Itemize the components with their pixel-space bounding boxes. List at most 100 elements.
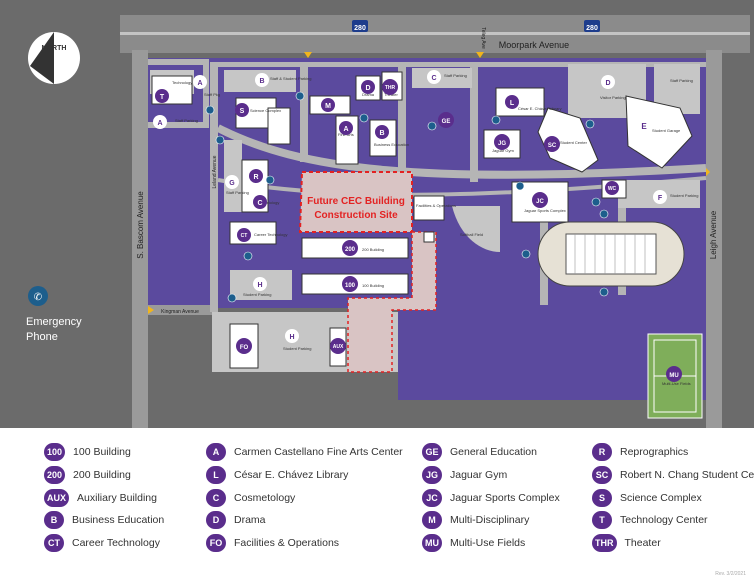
badge-f[interactable]: F: [658, 195, 663, 202]
legend-item[interactable]: C Cosmetology: [206, 488, 295, 508]
badge-mu[interactable]: MU: [669, 373, 678, 379]
legend-badge: MU: [422, 534, 442, 552]
entrance-marker: [304, 52, 312, 58]
bldg-facilities: [413, 195, 445, 221]
badge-e[interactable]: E: [641, 122, 647, 131]
badge-100[interactable]: 100: [345, 283, 356, 289]
legend-item[interactable]: MU Multi-Use Fields: [422, 533, 525, 553]
emergency-phone-marker: [265, 175, 275, 185]
emergency-phone-marker: [227, 293, 237, 303]
label-student-center: Student Center: [560, 140, 588, 145]
campus-map[interactable]: NORTH 280 280 Moorpark Avenue S. Bascom …: [0, 0, 754, 428]
badge-thr[interactable]: THR: [385, 85, 396, 91]
badge-b1[interactable]: B: [259, 78, 264, 85]
legend-badge: C: [206, 489, 226, 507]
badge-c2[interactable]: C: [257, 200, 262, 207]
badge-a1[interactable]: A: [197, 80, 202, 87]
street-teleg: Teleg Ave: [480, 27, 486, 49]
legend-label: Multi-Use Fields: [450, 537, 526, 549]
badge-200[interactable]: 200: [345, 247, 356, 253]
badge-wc[interactable]: WC: [608, 186, 617, 192]
legend-badge: D: [206, 511, 226, 529]
entrance-marker: [476, 52, 484, 58]
legend-label: Jaguar Sports Complex: [450, 492, 560, 504]
badge-m[interactable]: M: [325, 103, 331, 110]
leigh-road: [706, 50, 722, 428]
badge-g[interactable]: G: [229, 180, 235, 187]
badge-aux[interactable]: AUX: [333, 344, 344, 350]
badge-b2[interactable]: B: [379, 130, 384, 137]
softball-field: [452, 206, 500, 252]
label-sports-complex: Jaguar Sports Complex: [524, 208, 566, 213]
legend-badge: S: [592, 489, 612, 507]
badge-h2[interactable]: H: [289, 334, 294, 341]
badge-s[interactable]: S: [240, 108, 245, 115]
legend-badge: 100: [44, 443, 66, 461]
emergency-phone-marker: [515, 181, 525, 191]
badge-sc[interactable]: SC: [548, 143, 557, 149]
kingman-road: [148, 305, 212, 315]
track-field: [565, 233, 657, 275]
svg-text:280: 280: [586, 25, 598, 32]
legend-label: César E. Chávez Library: [234, 469, 349, 481]
badge-jc[interactable]: JC: [536, 199, 544, 205]
badge-ct[interactable]: CT: [241, 233, 248, 239]
main-walkway: [216, 124, 707, 179]
revision-note: Rev. 3/2/2021: [715, 571, 746, 577]
legend-label: Business Education: [72, 514, 165, 526]
bascom-road: [132, 50, 148, 428]
emergency-phone-marker: [491, 115, 501, 125]
badge-jg[interactable]: JG: [498, 141, 506, 147]
label-100-building: 100 Building: [362, 283, 384, 288]
badge-fo[interactable]: FO: [240, 345, 249, 351]
legend-item[interactable]: 200 200 Building: [44, 465, 131, 485]
label-parking-h2: Student Parking: [283, 346, 311, 351]
label-facilities: Facilities & Operations: [416, 203, 456, 208]
label-business: Business Education: [374, 142, 409, 147]
emergency-phone-marker: [521, 249, 531, 259]
construction-label-1: Future CEC Building: [307, 196, 405, 207]
badge-c1[interactable]: C: [431, 75, 436, 82]
emergency-label-2: Phone: [26, 331, 58, 343]
badge-t[interactable]: T: [160, 94, 165, 101]
legend-badge: R: [592, 443, 612, 461]
legend-label: Robert N. Chang Student Center: [620, 469, 754, 481]
emergency-label-1: Emergency: [26, 316, 82, 328]
label-science: Science Complex: [250, 108, 281, 113]
label-career-tech: Career Technology: [254, 232, 288, 237]
legend-badge: AUX: [44, 489, 70, 507]
parking-c: [412, 68, 472, 88]
label-b-parking: Staff & Student Parking: [270, 76, 312, 81]
label-cosmetology: Cosmetology: [256, 200, 279, 205]
legend-badge: 200: [44, 466, 66, 484]
legend-label: 200 Building: [73, 469, 131, 481]
legend-badge: M: [422, 511, 442, 529]
badge-l[interactable]: L: [510, 100, 515, 107]
badge-a3[interactable]: A: [157, 120, 162, 127]
badge-d2[interactable]: D: [605, 80, 610, 87]
badge-ge[interactable]: GE: [442, 119, 451, 125]
badge-d1[interactable]: D: [365, 85, 370, 92]
badge-h1[interactable]: H: [257, 282, 262, 289]
badge-r[interactable]: R: [253, 174, 258, 181]
legend-label: Cosmetology: [234, 492, 296, 504]
badge-a2[interactable]: A: [343, 126, 348, 133]
label-parking-f: Student Parking: [670, 193, 698, 198]
